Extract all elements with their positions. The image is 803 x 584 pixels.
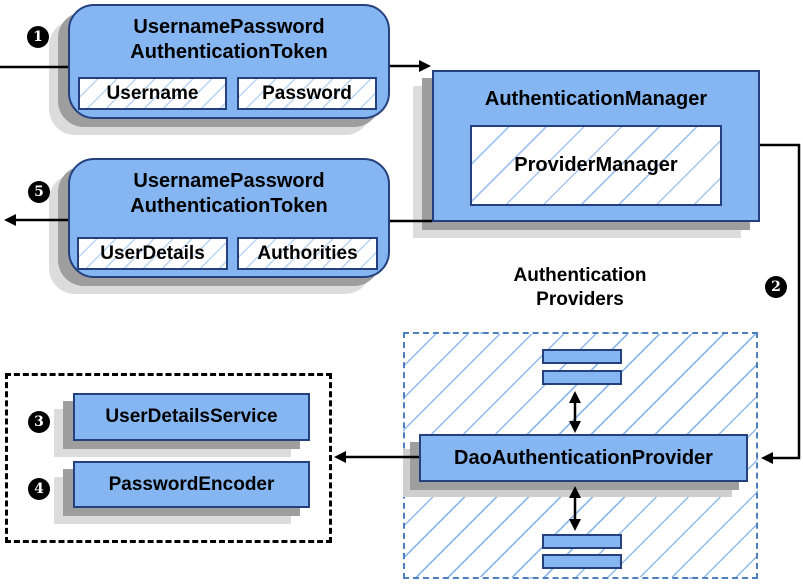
userdetails-field-box: UserDetails [77, 237, 228, 270]
step2-arrow [760, 143, 801, 464]
step-2-badge: 2 [765, 276, 787, 298]
token-request-title: UsernamePassword AuthenticationToken [70, 15, 388, 65]
token-response-title-line1: UsernamePassword [133, 170, 325, 192]
password-encoder-box: PasswordEncoder [73, 461, 310, 508]
authentication-providers-label: Authentication Providers [455, 264, 705, 312]
token-request-title-line2: AuthenticationToken [130, 41, 328, 63]
providers-label-line1: Authentication [513, 265, 647, 286]
providers-label-line2: Providers [536, 289, 624, 310]
password-field-box: Password [237, 77, 377, 110]
step-5-badge: 5 [28, 181, 50, 203]
username-password-token-request: UsernamePassword AuthenticationToken Use… [68, 4, 390, 119]
provider-stack-bar [542, 370, 622, 385]
provider-stack-bar [542, 349, 622, 364]
token-response-title-line2: AuthenticationToken [130, 195, 328, 217]
provider-manager-box: ProviderManager [470, 125, 722, 206]
provider-stack-bar [542, 534, 622, 549]
authentication-manager-title: AuthenticationManager [484, 88, 708, 110]
services-dotted-box [5, 373, 332, 543]
authentication-manager-box: AuthenticationManager ProviderManager [432, 70, 760, 222]
token-response-title: UsernamePassword AuthenticationToken [70, 169, 388, 219]
user-details-service-box: UserDetailsService [73, 393, 310, 441]
dao-authentication-provider-box: DaoAuthenticationProvider [419, 434, 748, 482]
token-request-title-line1: UsernamePassword [133, 16, 325, 38]
authorities-field-box: Authorities [237, 237, 378, 270]
provider-stack-bar [542, 554, 622, 569]
username-password-token-response: UsernamePassword AuthenticationToken Use… [68, 158, 390, 278]
step-1-badge: 1 [27, 26, 49, 48]
step-4-badge: 4 [28, 478, 50, 500]
step-3-badge: 3 [28, 411, 50, 433]
username-field-box: Username [78, 77, 227, 110]
